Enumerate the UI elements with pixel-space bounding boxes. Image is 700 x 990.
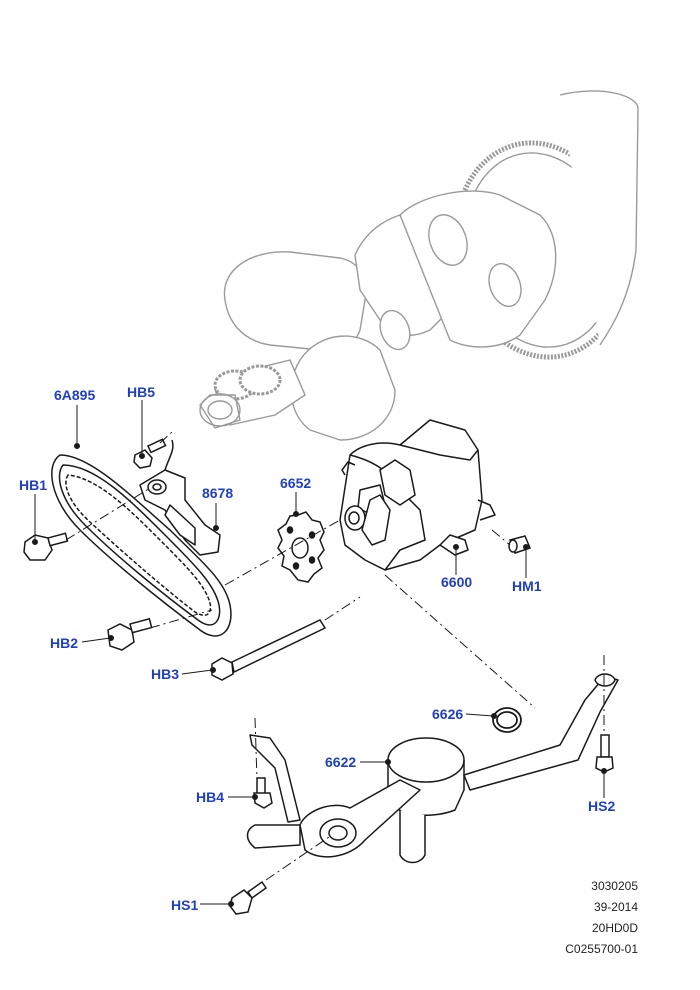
label-hm1: HM1 bbox=[512, 578, 542, 594]
label-hs2: HS2 bbox=[588, 798, 615, 814]
bolt-hb1-part bbox=[23, 532, 69, 561]
label-8678: 8678 bbox=[202, 485, 233, 501]
label-6600: 6600 bbox=[441, 574, 472, 590]
label-hb1: HB1 bbox=[19, 477, 47, 493]
label-6652: 6652 bbox=[280, 475, 311, 491]
label-hb2: HB2 bbox=[50, 635, 78, 651]
oil-pump-sprocket bbox=[277, 511, 325, 583]
timing-chain bbox=[51, 454, 232, 637]
reference-code-block: 3030205 39-2014 20HD0D C0255700-01 bbox=[565, 876, 638, 960]
label-hb3: HB3 bbox=[151, 666, 179, 682]
reference-line-4: C0255700-01 bbox=[565, 942, 638, 956]
label-hb4: HB4 bbox=[196, 789, 224, 805]
bolt-hb4-part bbox=[253, 777, 273, 809]
crankshaft bbox=[199, 90, 639, 441]
chain-tensioner bbox=[139, 439, 221, 556]
reference-line-3: 20HD0D bbox=[591, 921, 638, 935]
leader-lines bbox=[32, 400, 607, 907]
stud-hs1-part bbox=[229, 880, 268, 915]
bolt-hb2-part bbox=[107, 617, 153, 651]
label-6626: 6626 bbox=[432, 706, 463, 722]
oil-pump bbox=[339, 419, 496, 571]
reference-line-1: 3030205 bbox=[591, 879, 638, 893]
bolt-hb3-part bbox=[211, 619, 327, 681]
label-6622: 6622 bbox=[325, 754, 356, 770]
stud-hs2-part bbox=[595, 734, 614, 773]
label-hs1: HS1 bbox=[171, 897, 198, 913]
o-ring bbox=[492, 707, 522, 733]
bolt-hb5-part bbox=[133, 438, 167, 469]
assembly-axis-lines bbox=[65, 431, 605, 881]
label-hb5: HB5 bbox=[127, 384, 155, 400]
oil-pickup-tube bbox=[246, 673, 619, 864]
label-6a895: 6A895 bbox=[54, 387, 95, 403]
reference-line-2: 39-2014 bbox=[593, 900, 638, 914]
